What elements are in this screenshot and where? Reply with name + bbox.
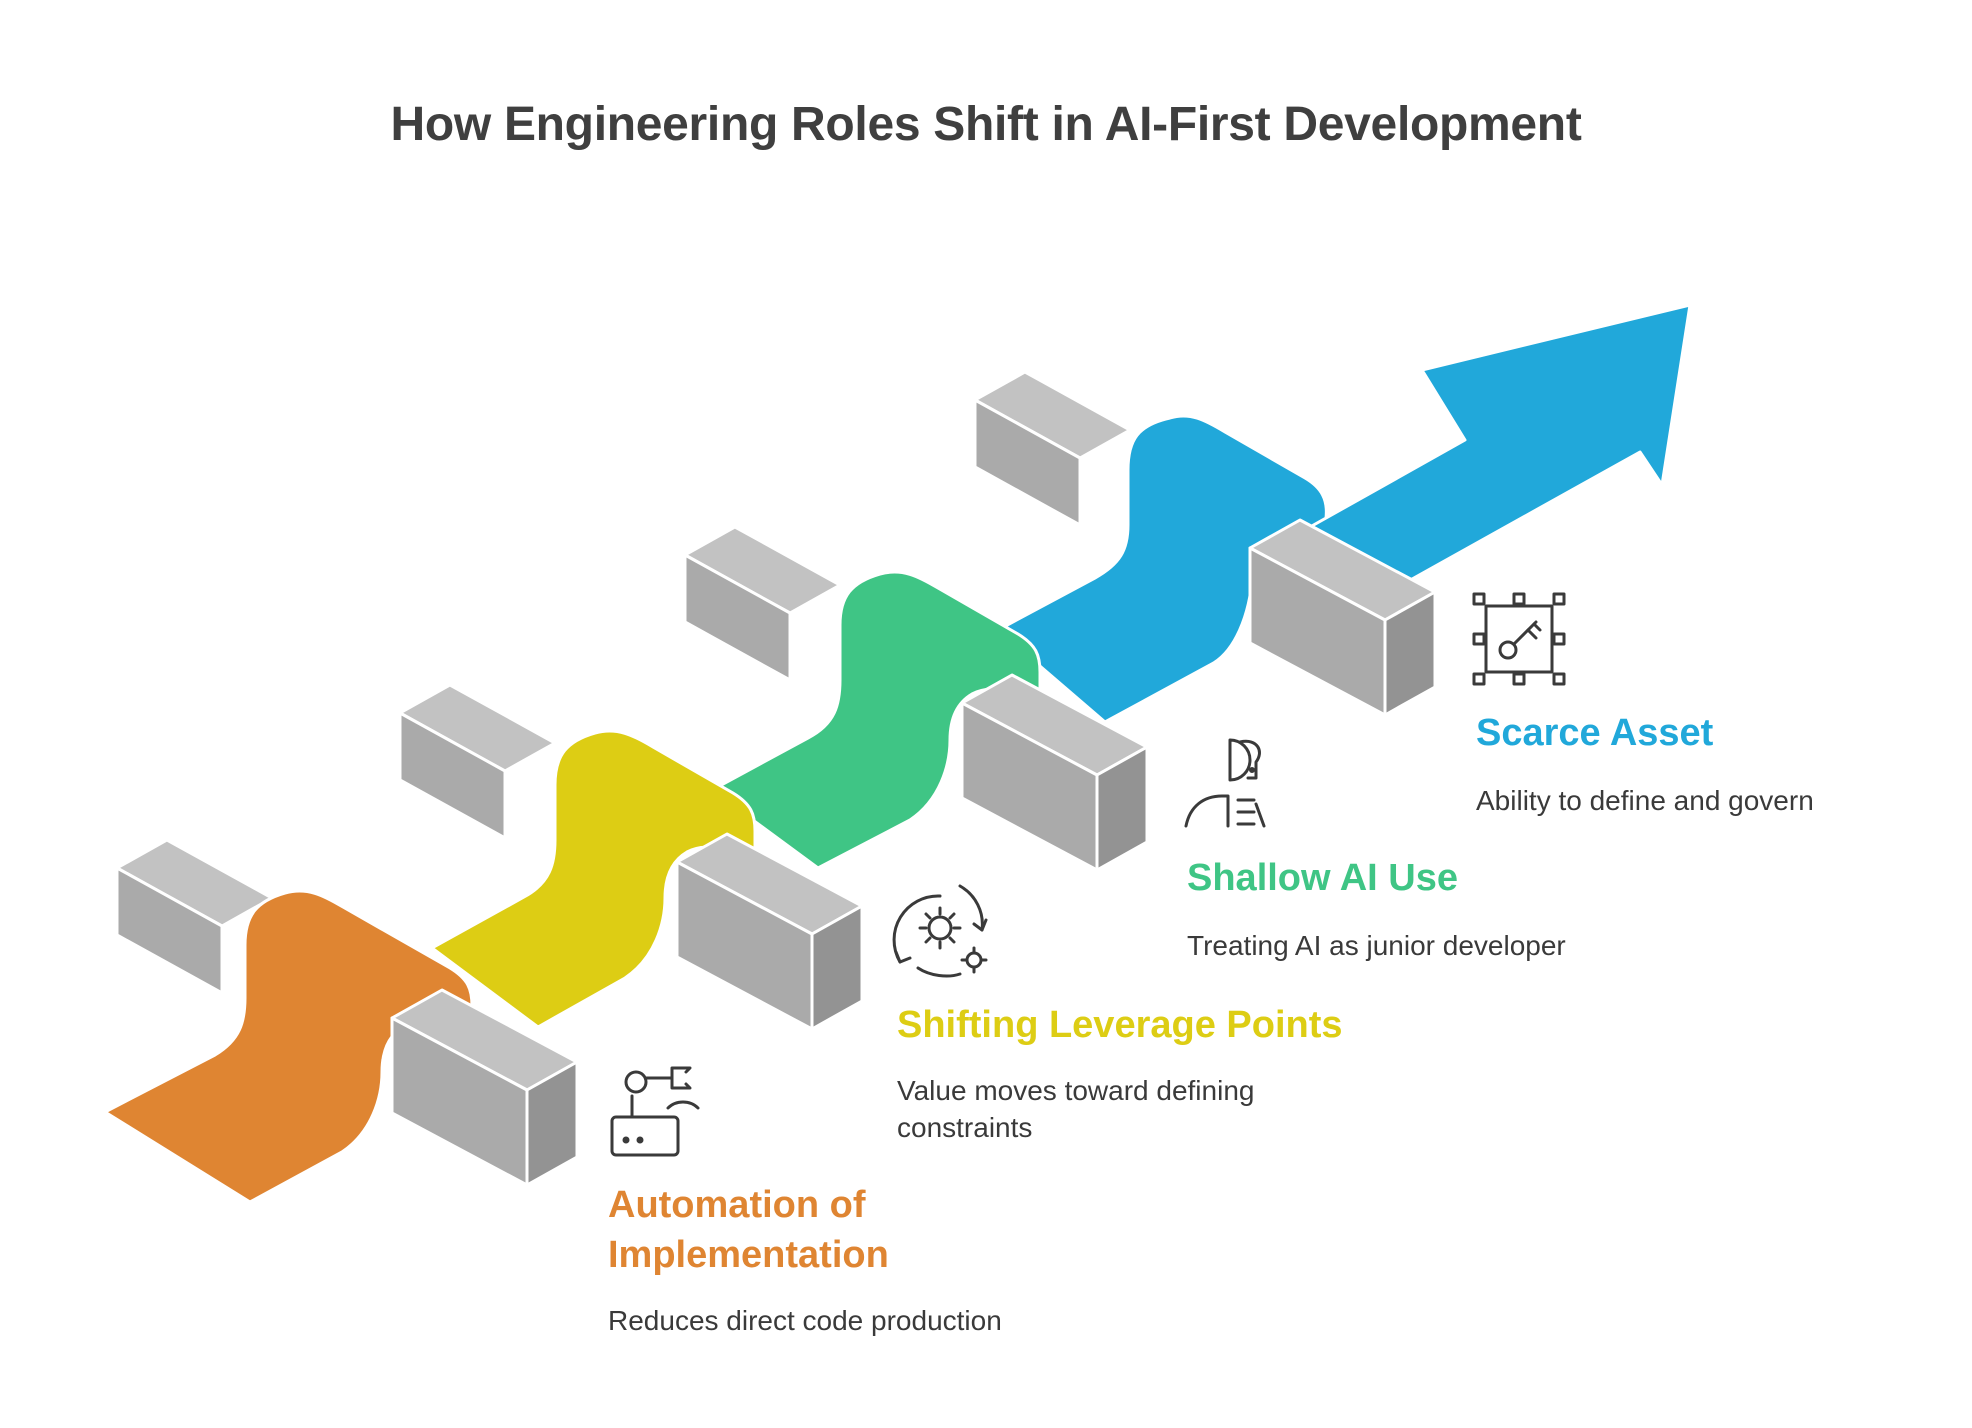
step-4-heading: Scarce Asset (1476, 712, 1714, 754)
step-2-description-line-2: constraints (897, 1112, 1033, 1143)
block-2-front (675, 832, 864, 1031)
step-1-heading-line-1: Automation of (608, 1184, 866, 1226)
diagram-title: How Engineering Roles Shift in AI-First … (390, 98, 1582, 151)
block-2-rear (398, 683, 557, 840)
step-2-heading: Shifting Leverage Points (897, 1004, 1343, 1046)
step-3-description: Treating AI as junior developer (1187, 930, 1566, 961)
step-1-description: Reduces direct code production (608, 1305, 1002, 1336)
ai-person-icon (1184, 738, 1266, 828)
step-4-description: Ability to define and govern (1476, 785, 1814, 816)
key-chip-icon (1472, 592, 1566, 686)
step-1-heading-line-2: Implementation (608, 1234, 889, 1276)
robot-arm-icon (610, 1066, 700, 1157)
gears-cycle-icon (892, 884, 988, 978)
step-2-description: Value moves toward defining constraints (897, 1072, 1254, 1146)
block-4-front (1248, 518, 1437, 717)
step-2-description-line-1: Value moves toward defining (897, 1075, 1255, 1106)
block-4-rear (973, 370, 1132, 527)
ribbon-2-yellow (430, 729, 757, 1029)
step-1-heading: Automation of Implementation (608, 1180, 889, 1280)
block-3-rear (683, 525, 842, 682)
ribbon-3-green (710, 570, 1042, 870)
ribbon-1-orange (103, 889, 474, 1204)
step-3-heading: Shallow AI Use (1187, 857, 1458, 899)
block-3-front (960, 673, 1149, 872)
block-1-front (390, 988, 579, 1187)
